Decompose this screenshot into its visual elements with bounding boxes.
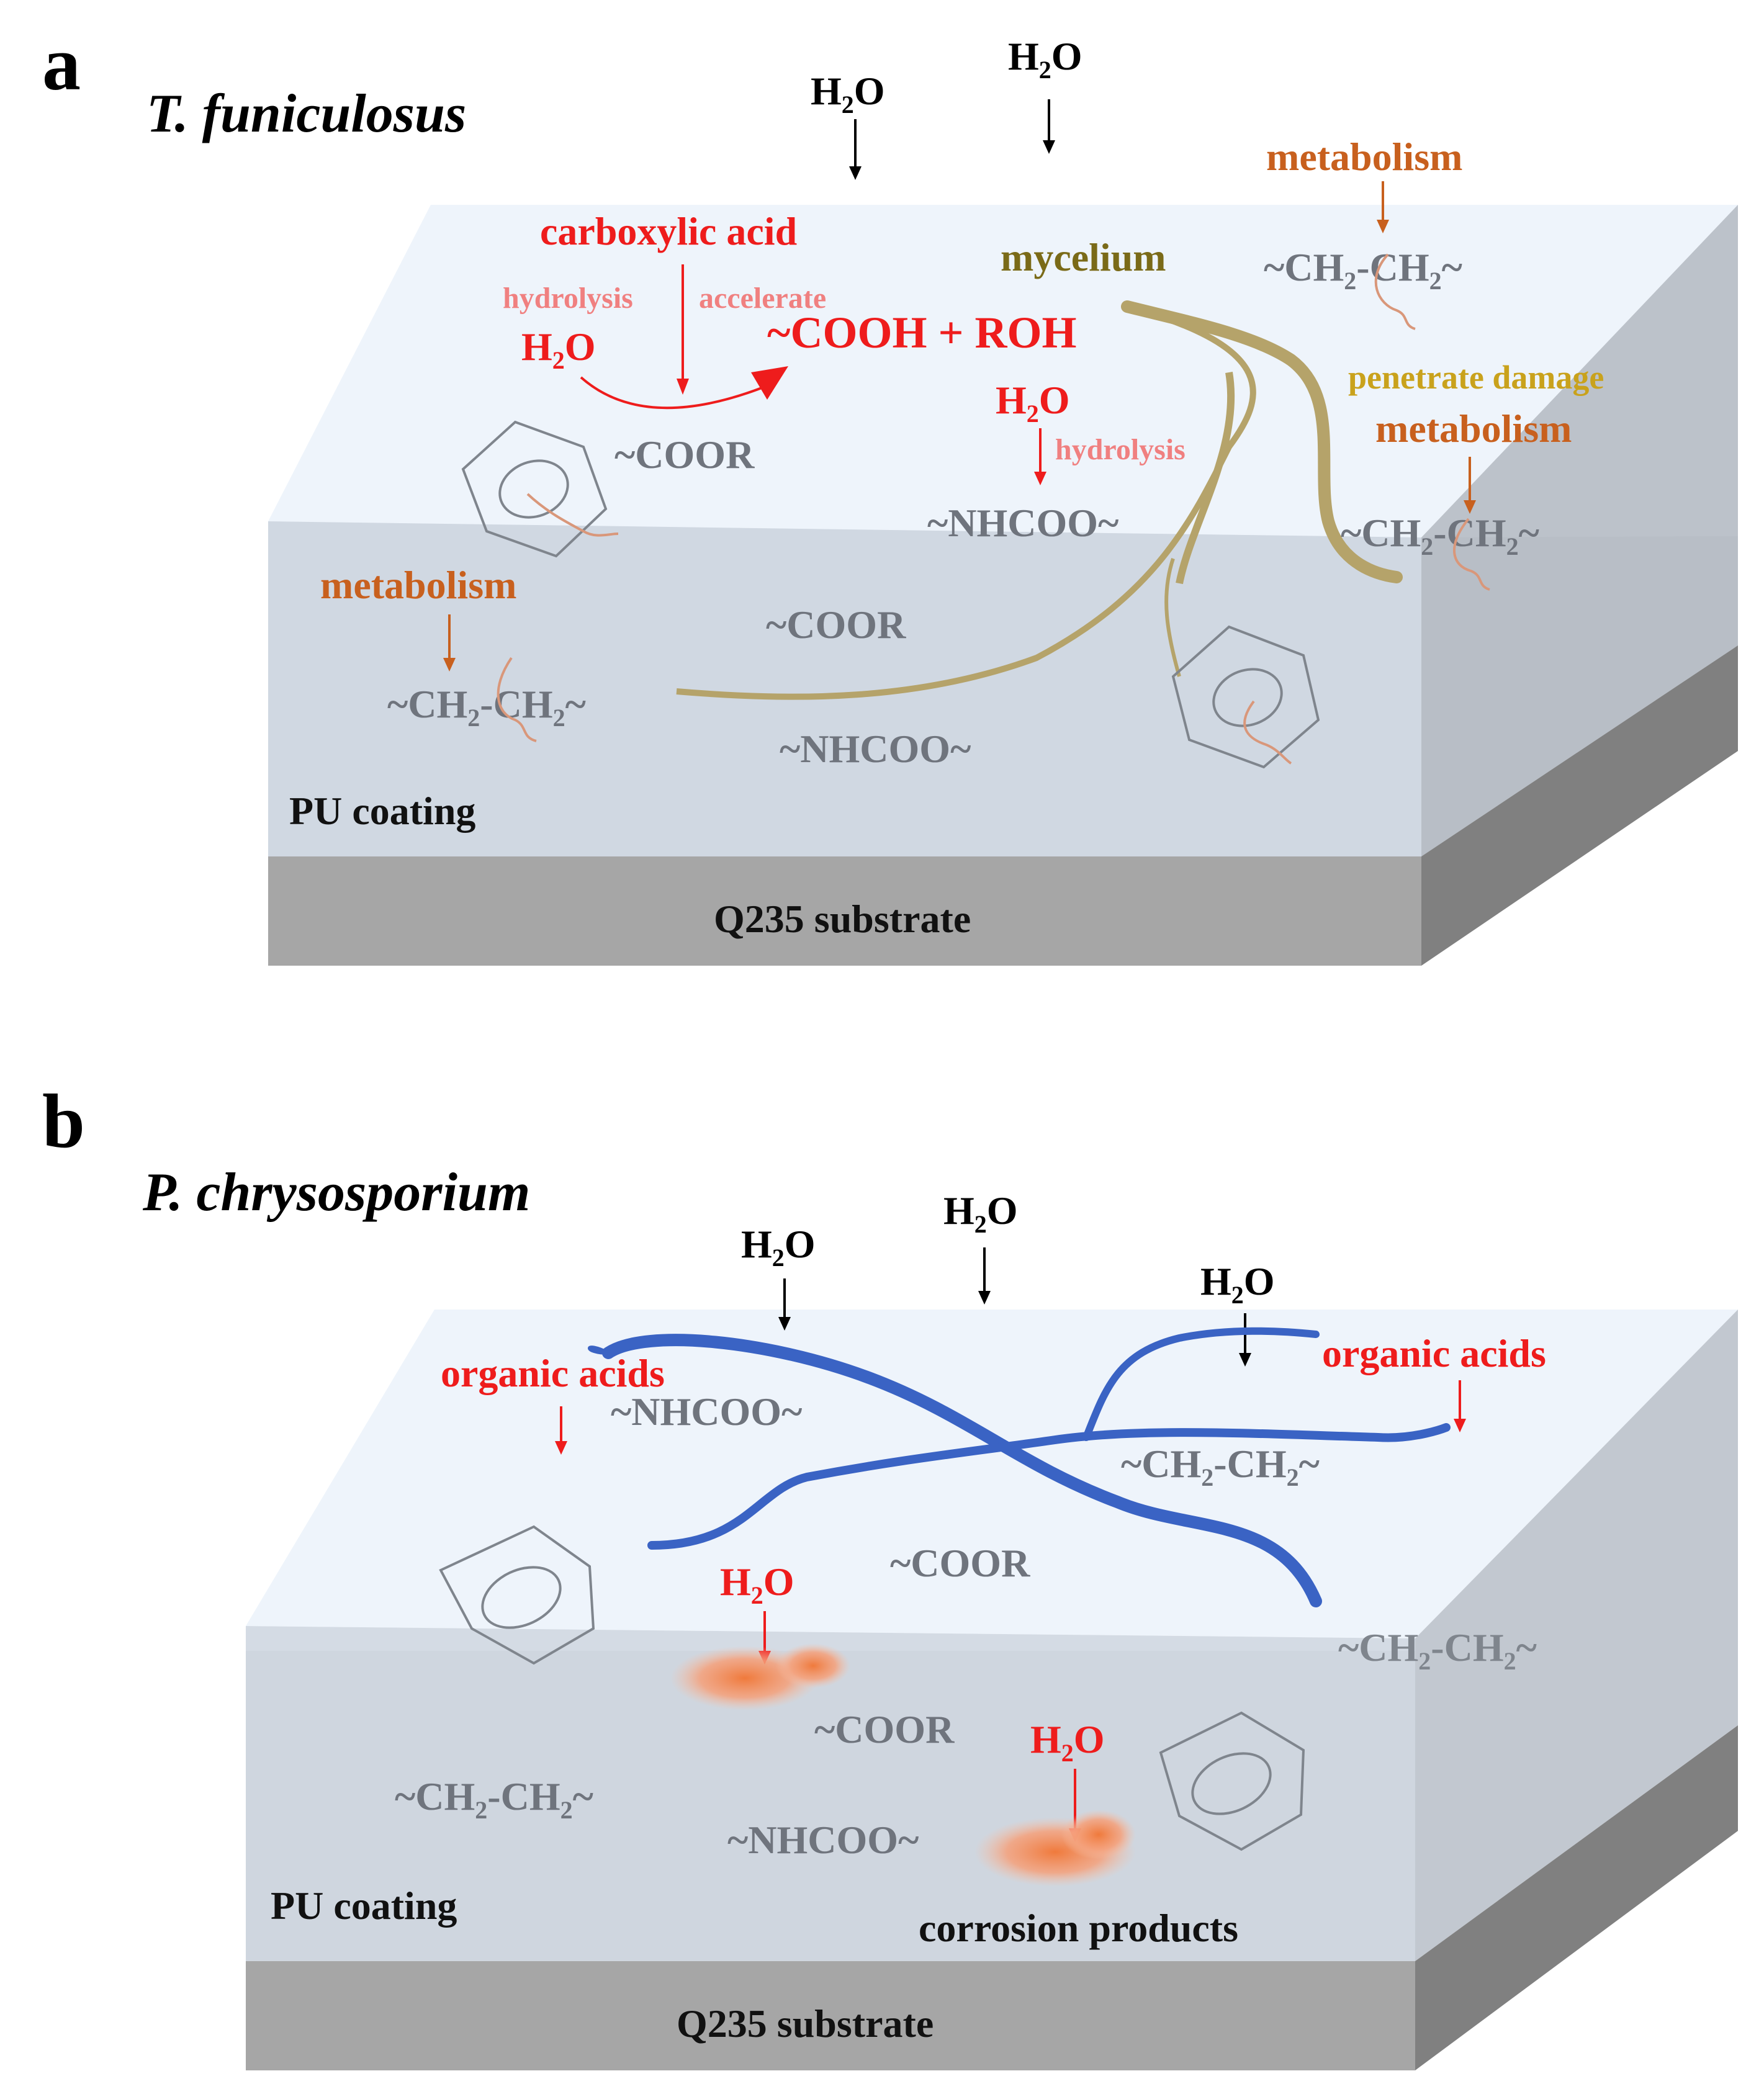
ch2-right-label-a: ~CH2-CH2~ bbox=[1341, 511, 1539, 560]
coor-front-label-b: ~COOR bbox=[814, 1707, 955, 1751]
substrate-label-a: Q235 substrate bbox=[714, 897, 971, 941]
svg-text:H2O: H2O bbox=[1008, 34, 1082, 84]
coating-right-lower-a bbox=[1421, 536, 1738, 856]
hydrolysis-label-2: hydrolysis bbox=[1055, 433, 1186, 466]
coating-right-face-b bbox=[1415, 1310, 1738, 1961]
acid-arrow-head bbox=[677, 379, 689, 395]
svg-text:H2O: H2O bbox=[1030, 1717, 1105, 1767]
blue-hypha-branch bbox=[1082, 1327, 1320, 1441]
cooh-roh-label: ~COOH + ROH bbox=[767, 308, 1076, 357]
water-arrow-a1: H2O bbox=[811, 69, 885, 180]
blue-hypha-cross bbox=[647, 1423, 1451, 1550]
nhcoo-top-label-a: ~NHCOO~ bbox=[927, 501, 1118, 545]
water-arrow-b2: H2O bbox=[943, 1188, 1018, 1305]
nhcoo-front-label-b: ~NHCOO~ bbox=[727, 1818, 919, 1862]
water-arrow-b3: H2O bbox=[1200, 1259, 1275, 1367]
organic-acids-arrow-left-head bbox=[555, 1441, 567, 1455]
organism-label-a: T. funiculosus bbox=[146, 84, 466, 144]
coating-front-face-a bbox=[268, 521, 1421, 856]
pu-coating-label-b: PU coating bbox=[271, 1884, 457, 1928]
substrate-right-a bbox=[1421, 645, 1738, 966]
blue-hypha-main bbox=[602, 1334, 1322, 1607]
pu-coating-label-a: PU coating bbox=[289, 789, 475, 833]
metabolism-label-top: metabolism bbox=[1266, 135, 1462, 179]
panel-letter-b: b bbox=[42, 1079, 85, 1164]
mycelium-branch-hypha bbox=[1176, 372, 1235, 585]
bond-cleave-right bbox=[1453, 518, 1490, 591]
benzene-ring-icon-b2 bbox=[1159, 1711, 1305, 1851]
substrate-label-b: Q235 substrate bbox=[677, 2001, 934, 2046]
accelerate-label: accelerate bbox=[699, 282, 826, 315]
h2o-left-label: H2O bbox=[521, 325, 596, 374]
hydrolysis-curve-arrow-head bbox=[751, 366, 788, 400]
metabolism-arrow-right-head bbox=[1464, 500, 1476, 514]
substrate-right-b bbox=[1415, 1725, 1738, 2070]
bond-cleave-left bbox=[497, 657, 537, 742]
svg-text:H2O: H2O bbox=[741, 1222, 816, 1272]
benzene-ring-icon-a2 bbox=[1171, 625, 1320, 769]
hydrolysis-label-1: hydrolysis bbox=[503, 282, 633, 315]
h2o-mid-arrow-head bbox=[1034, 472, 1046, 485]
metabolism-label-right: metabolism bbox=[1375, 407, 1572, 451]
mycelium-label: mycelium bbox=[1001, 235, 1166, 279]
panel-a: a T. funiculosus H2O H2O carboxylic acid… bbox=[42, 21, 1738, 966]
metabolism-arrow-top-head bbox=[1377, 220, 1389, 233]
benzene-ring-icon-b1 bbox=[439, 1525, 595, 1665]
organism-label-b: P. chrysosporium bbox=[142, 1162, 530, 1223]
corrosion-product-blob-1 bbox=[670, 1643, 850, 1710]
mycelium-thick-hypha bbox=[1121, 300, 1403, 583]
mycelium-main-hypha bbox=[676, 303, 1256, 700]
coating-top-face-a bbox=[268, 205, 1738, 537]
corrosion-products-label: corrosion products bbox=[919, 1906, 1238, 1950]
blue-hypha-thin bbox=[588, 1345, 610, 1355]
mycelium-root-hypha bbox=[1164, 558, 1181, 677]
substrate-front-a bbox=[268, 856, 1421, 966]
nhcoo-top-label-b: ~NHCOO~ bbox=[611, 1390, 802, 1434]
panel-letter-a: a bbox=[42, 21, 81, 106]
svg-text:H2O: H2O bbox=[943, 1188, 1018, 1238]
ch2-top-label-a: ~CH2-CH2~ bbox=[1264, 245, 1462, 295]
svg-text:H2O: H2O bbox=[1200, 1259, 1275, 1309]
metabolism-arrow-left-head bbox=[443, 658, 456, 672]
substrate-front-b bbox=[246, 1961, 1415, 2070]
svg-text:H2O: H2O bbox=[811, 69, 885, 119]
corrosion-product-blob-2 bbox=[974, 1810, 1136, 1887]
coating-front-lower-b bbox=[246, 1651, 1415, 1961]
hydrolysis-curve-arrow bbox=[580, 376, 770, 410]
water-arrow-b1: H2O bbox=[741, 1222, 816, 1331]
coating-top-face-b bbox=[246, 1310, 1738, 1638]
organic-acids-label-right: organic acids bbox=[1322, 1331, 1546, 1375]
penetrate-damage-label: penetrate damage bbox=[1348, 359, 1604, 396]
ch2-right-label-b: ~CH2-CH2~ bbox=[1338, 1625, 1537, 1675]
panel-b: b P. chrysosporium H2O H2O H2O organic a… bbox=[42, 1079, 1738, 2070]
coor-top-label-b: ~COOR bbox=[890, 1541, 1030, 1585]
metabolism-label-left: metabolism bbox=[320, 563, 516, 607]
nhcoo-front-label-a: ~NHCOO~ bbox=[780, 727, 971, 771]
organic-acids-label-left: organic acids bbox=[441, 1351, 665, 1395]
svg-text:H2O: H2O bbox=[720, 1560, 794, 1609]
water-arrow-a2: H2O bbox=[1008, 34, 1082, 154]
organic-acids-arrow-right-head bbox=[1454, 1419, 1466, 1432]
ch2-left-label-b: ~CH2-CH2~ bbox=[395, 1774, 593, 1824]
ch2-left-label-a: ~CH2-CH2~ bbox=[387, 682, 586, 732]
coor-front-label-a: ~COOR bbox=[766, 603, 906, 647]
carboxylic-acid-label: carboxylic acid bbox=[540, 209, 797, 253]
coor-top-label-a: ~COOR bbox=[614, 433, 755, 477]
benzene-ring-icon-a1 bbox=[461, 420, 619, 558]
h2o-mid-label: H2O bbox=[996, 378, 1070, 428]
ch2-top-label-b: ~CH2-CH2~ bbox=[1121, 1442, 1320, 1491]
bond-cleave-top bbox=[1374, 253, 1416, 330]
